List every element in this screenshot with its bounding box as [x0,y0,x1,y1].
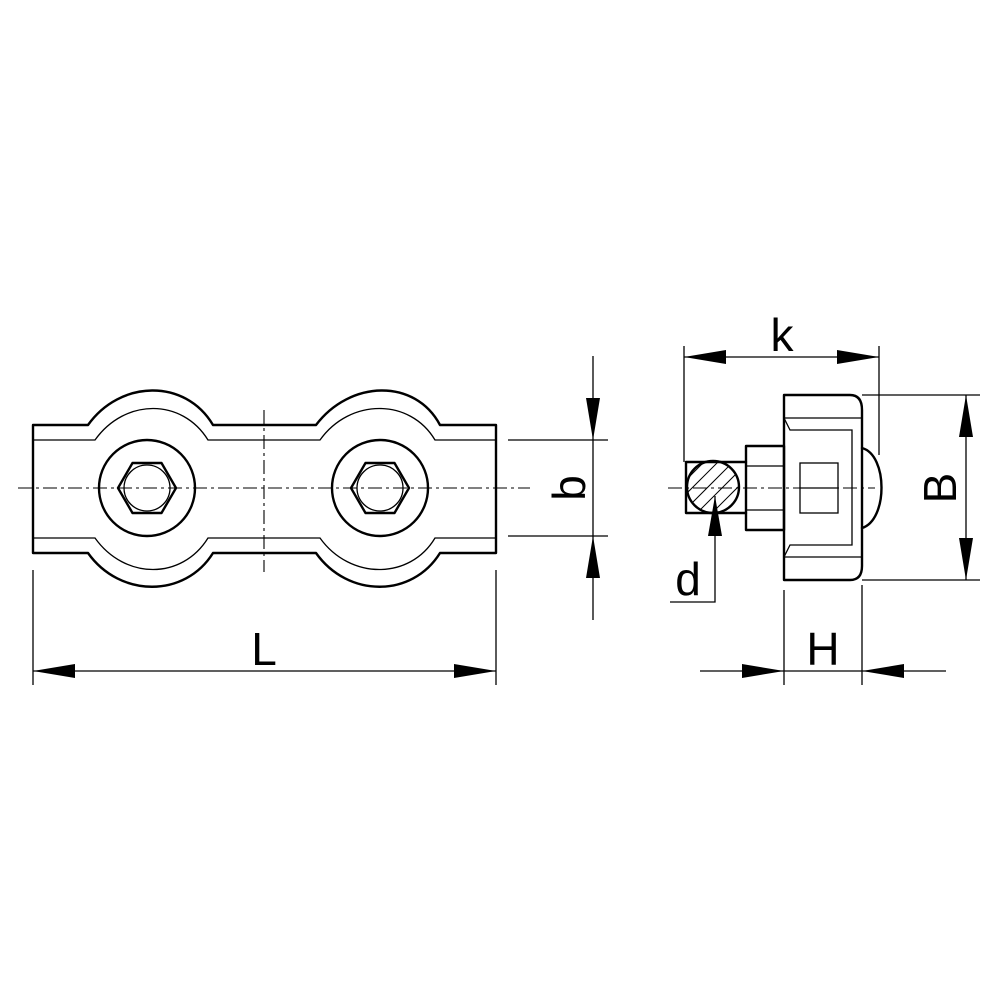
clamp-body-outline [31,389,498,588]
side-body-plate [782,393,864,582]
dimension-d-label: d [675,553,701,605]
dimension-b: b [508,356,608,620]
dimension-B: B [862,394,980,581]
dimension-k-label: k [771,309,795,361]
front-view: L b [18,356,608,685]
dimension-b-label: b [543,475,595,501]
side-view: k B d H [668,309,980,685]
wire-section [685,459,741,515]
dimension-k: k [683,309,880,462]
bolt-head-dome [860,446,883,530]
dimension-L-label: L [251,623,277,675]
dimension-d: d [670,496,722,605]
dimension-H: H [700,585,946,685]
dimension-L: L [32,570,497,685]
dimension-H-label: H [806,623,839,675]
dimension-B-label: B [914,473,966,504]
